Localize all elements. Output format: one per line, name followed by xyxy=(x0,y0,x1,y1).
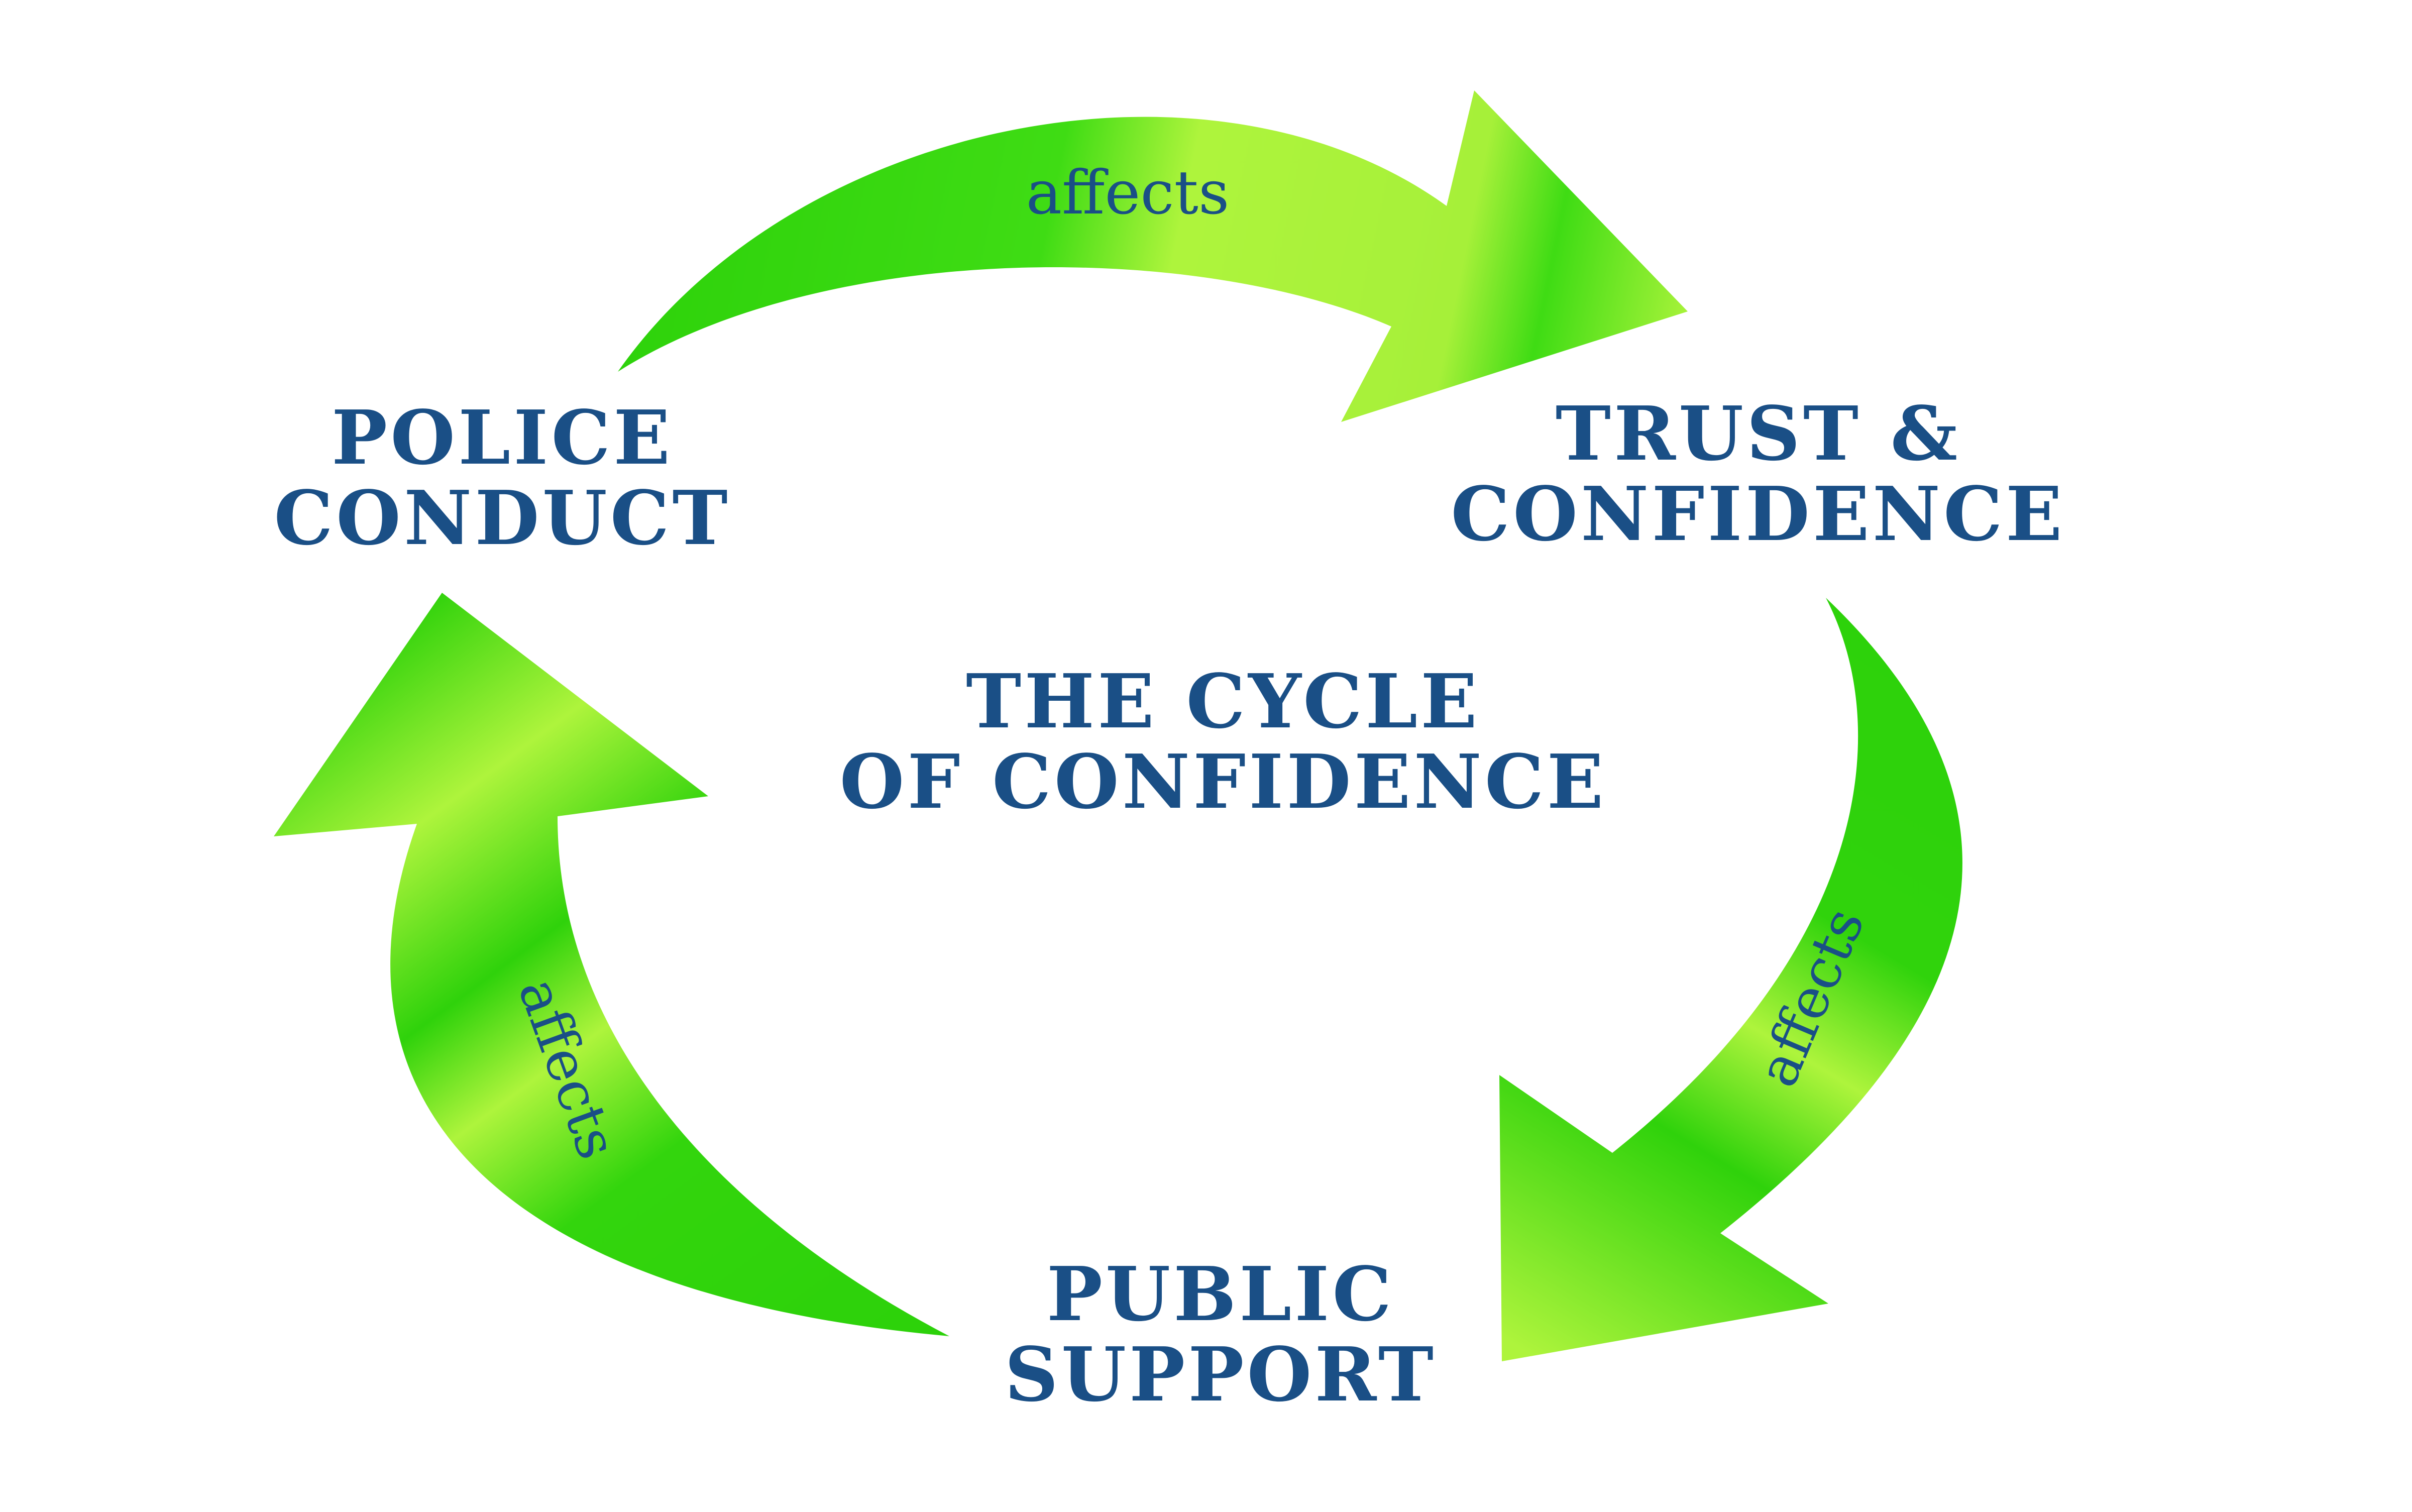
node-police-conduct: POLICE CONDUCT xyxy=(274,394,730,562)
node-trust-confidence-line2: CONFIDENCE xyxy=(1451,470,2065,558)
node-public-support-line2: SUPPORT xyxy=(1005,1331,1437,1418)
diagram-title: THE CYCLE OF CONFIDENCE xyxy=(840,658,1607,825)
node-trust-confidence-line1: TRUST & xyxy=(1556,390,1960,477)
node-public-support-line1: PUBLIC xyxy=(1047,1250,1395,1338)
title-line2: OF CONFIDENCE xyxy=(840,738,1607,825)
node-trust-confidence: TRUST & CONFIDENCE xyxy=(1451,390,2065,558)
node-police-conduct-line2: CONDUCT xyxy=(274,474,730,562)
arrow-right-shape xyxy=(1499,598,1962,1361)
arrow-left: affects xyxy=(274,593,949,1336)
node-police-conduct-line1: POLICE xyxy=(332,394,673,481)
arrow-right: affects xyxy=(1499,598,1962,1361)
title-line1: THE CYCLE xyxy=(966,658,1480,745)
arrow-top-shape xyxy=(618,90,1688,422)
edge-label-top: affects xyxy=(1026,158,1230,228)
node-public-support: PUBLIC SUPPORT xyxy=(1005,1250,1437,1418)
arrow-top: affects xyxy=(618,90,1688,422)
arrow-left-shape xyxy=(274,593,949,1336)
